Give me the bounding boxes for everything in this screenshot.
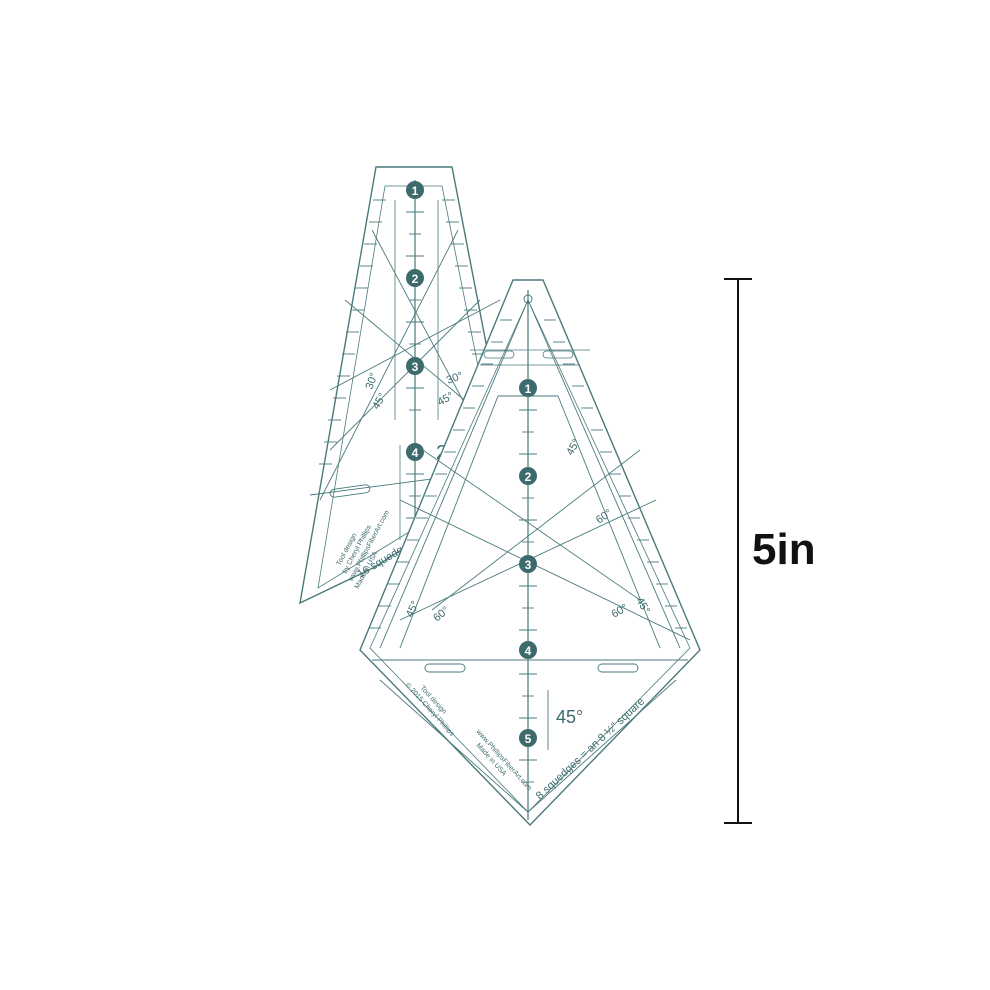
large-marker-4: 4 [525,644,532,658]
large-angle-label: 45° [556,707,583,727]
large-marker-2: 2 [525,470,532,484]
large-ruler-outline [359,279,701,827]
large-ruler-right-ticks [544,319,687,629]
small-marker-3: 3 [412,360,419,374]
large-marker-dot-1 [519,379,537,397]
dimension-label: 5in [752,525,816,574]
small-angle-30-left: 30° [364,371,381,391]
dimension-bar [724,278,752,824]
large-marker-5: 5 [525,732,532,746]
small-angle-45-right: 45° [436,390,456,409]
small-marker-dot-2 [406,269,424,287]
large-ruler-number-markers: 1 2 3 4 5 [519,379,537,747]
small-marker-1: 1 [412,184,419,198]
small-marker-dot-1 [406,181,424,199]
large-ruler-center-ticks [519,409,537,783]
small-ruler-number-markers: 1 2 3 4 [406,181,424,461]
small-marker-dot-3 [406,357,424,375]
large-marker-dot-5 [519,729,537,747]
small-angle-30-right: 30° [445,370,465,387]
large-marker-3: 3 [525,558,532,572]
small-ruler-left-ticks [319,199,386,465]
large-marker-dot-4 [519,641,537,659]
large-ruler-45 [359,279,701,827]
small-marker-4: 4 [412,446,419,460]
large-marker-1: 1 [525,382,532,396]
large-marker-dot-3 [519,555,537,573]
small-marker-dot-4 [406,443,424,461]
small-marker-2: 2 [412,272,419,286]
large-ruler-left-ticks [369,319,512,629]
large-marker-dot-2 [519,467,537,485]
